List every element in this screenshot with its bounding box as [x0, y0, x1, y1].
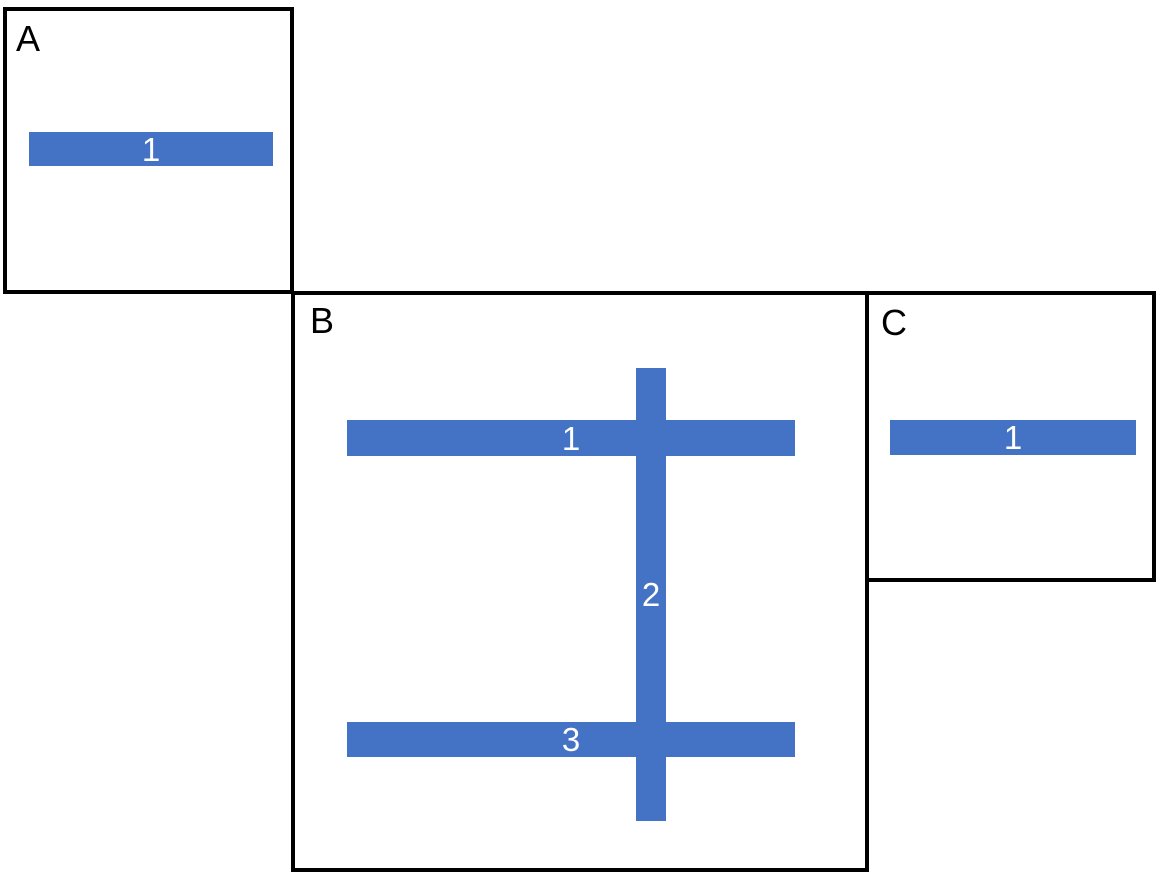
bar-B-3: 3	[347, 722, 795, 757]
panel-C: C 1	[865, 291, 1156, 582]
bar-B-3-label: 3	[561, 721, 581, 758]
bar-B-1: 1	[347, 420, 795, 456]
bar-B-2-label: 2	[641, 576, 661, 613]
bar-C-1-label: 1	[1003, 419, 1023, 456]
bar-C-1: 1	[890, 420, 1136, 455]
panel-A-label: A	[16, 18, 41, 59]
panel-C-label: C	[881, 302, 907, 343]
bar-A-1-label: 1	[141, 130, 161, 168]
panel-A: A 1	[3, 7, 294, 294]
panel-B-label: B	[310, 300, 335, 341]
panel-B: B 2 1 3	[291, 291, 869, 872]
bar-A-1: 1	[29, 132, 273, 166]
bar-B-1-label: 1	[561, 419, 581, 457]
